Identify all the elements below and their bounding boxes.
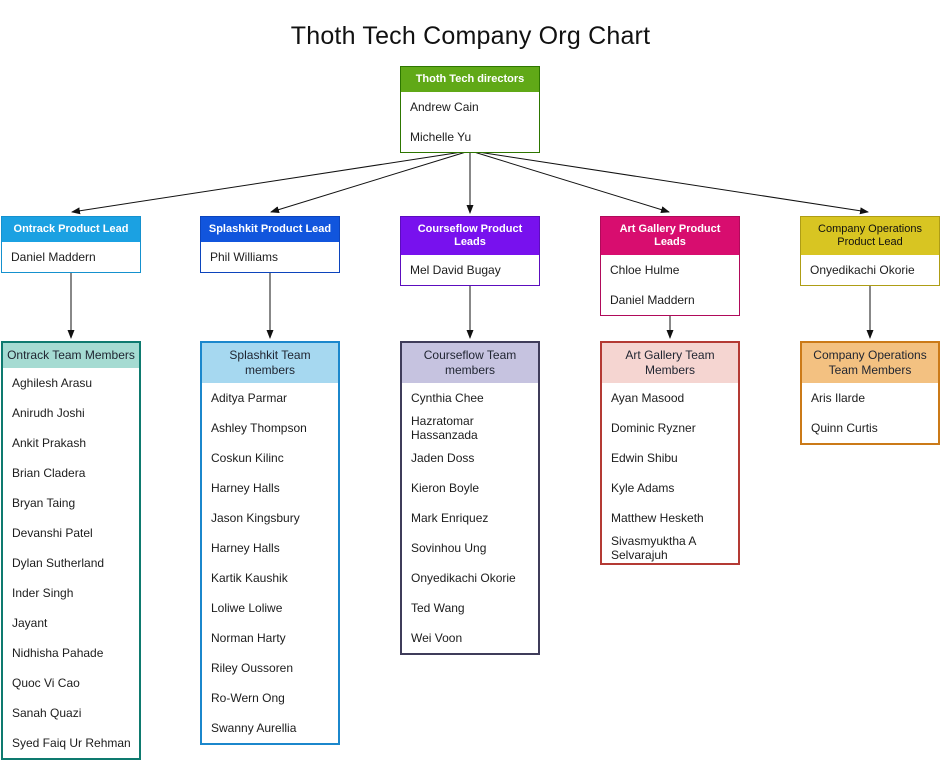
box-header: Courseflow Product Leads: [401, 217, 539, 255]
member-row: Ashley Thompson: [202, 413, 338, 443]
member-row: Quinn Curtis: [802, 413, 938, 443]
member-row: Bryan Taing: [3, 488, 139, 518]
box-body: Phil Williams: [201, 242, 339, 272]
member-row: Brian Cladera: [3, 458, 139, 488]
member-row: Ro-Wern Ong: [202, 683, 338, 713]
member-row: Daniel Maddern: [2, 242, 140, 272]
member-row: Coskun Kilinc: [202, 443, 338, 473]
member-row: Mark Enriquez: [402, 503, 538, 533]
org-chart-title: Thoth Tech Company Org Chart: [290, 22, 651, 50]
member-row: Michelle Yu: [401, 122, 539, 152]
member-row: Daniel Maddern: [601, 285, 739, 315]
connector-arrow: [71, 151, 463, 215]
box-body: Daniel Maddern: [2, 242, 140, 272]
member-row: Ankit Prakash: [3, 428, 139, 458]
connector-arrow: [477, 151, 869, 215]
member-row: Dylan Sutherland: [3, 548, 139, 578]
member-row: Edwin Shibu: [602, 443, 738, 473]
box-header: Ontrack Team Members: [3, 343, 139, 368]
member-row: Aris Ilarde: [802, 383, 938, 413]
member-row: Wei Voon: [402, 623, 538, 653]
member-row: Riley Oussoren: [202, 653, 338, 683]
member-row: Nidhisha Pahade: [3, 638, 139, 668]
member-row: Loliwe Loliwe: [202, 593, 338, 623]
member-row: Anirudh Joshi: [3, 398, 139, 428]
member-row: Onyedikachi Okorie: [402, 563, 538, 593]
member-row: Onyedikachi Okorie: [801, 255, 939, 285]
member-row: Mel David Bugay: [401, 255, 539, 285]
member-row: Ted Wang: [402, 593, 538, 623]
member-row: Jaden Doss: [402, 443, 538, 473]
member-row: Inder Singh: [3, 578, 139, 608]
connector-arrow: [473, 151, 670, 213]
member-row: Sanah Quazi: [3, 698, 139, 728]
box-header: Company Operations Product Lead: [801, 217, 939, 255]
member-row: Aghilesh Arasu: [3, 368, 139, 398]
member-row: Hazratomar Hassanzada: [402, 413, 538, 443]
member-row: Jason Kingsbury: [202, 503, 338, 533]
member-row: Kieron Boyle: [402, 473, 538, 503]
member-row: Ayan Masood: [602, 383, 738, 413]
box-header: Splashkit Product Lead: [201, 217, 339, 242]
member-row: Harney Halls: [202, 533, 338, 563]
member-row: Swanny Aurellia: [202, 713, 338, 743]
box-header: Art Gallery Team Members: [602, 343, 738, 383]
member-row: Devanshi Patel: [3, 518, 139, 548]
member-row: Phil Williams: [201, 242, 339, 272]
member-row: Aditya Parmar: [202, 383, 338, 413]
box-header: Courseflow Team members: [402, 343, 538, 383]
member-row: Harney Halls: [202, 473, 338, 503]
member-row: Kartik Kaushik: [202, 563, 338, 593]
member-row: Matthew Hesketh: [602, 503, 738, 533]
member-row: Quoc Vi Cao: [3, 668, 139, 698]
connector-arrow: [270, 151, 467, 213]
box-body: Onyedikachi Okorie: [801, 255, 939, 285]
box-header: Splashkit Team members: [202, 343, 338, 383]
box-header: Company Operations Team Members: [802, 343, 938, 383]
box-header: Thoth Tech directors: [401, 67, 539, 92]
member-row: Chloe Hulme: [601, 255, 739, 285]
member-row: Syed Faiq Ur Rehman: [3, 728, 139, 758]
member-row: Jayant: [3, 608, 139, 638]
box-header: Ontrack Product Lead: [2, 217, 140, 242]
member-row: Kyle Adams: [602, 473, 738, 503]
box-header: Art Gallery Product Leads: [601, 217, 739, 255]
member-row: Sivasmyuktha A Selvarajuh: [602, 533, 738, 563]
member-row: Andrew Cain: [401, 92, 539, 122]
box-body: Mel David Bugay: [401, 255, 539, 285]
member-row: Sovinhou Ung: [402, 533, 538, 563]
member-row: Cynthia Chee: [402, 383, 538, 413]
member-row: Norman Harty: [202, 623, 338, 653]
member-row: Dominic Ryzner: [602, 413, 738, 443]
